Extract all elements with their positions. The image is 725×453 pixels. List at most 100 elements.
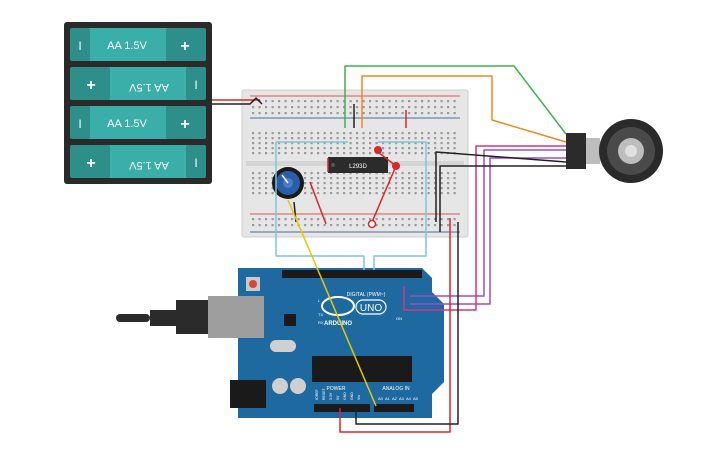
breadboard-hole: [395, 137, 398, 140]
dc-motor[interactable]: [566, 119, 663, 183]
breadboard-hole: [427, 100, 430, 103]
battery-cell: I AA 1.5V +: [70, 28, 206, 61]
breadboard-hole: [317, 137, 320, 140]
breadboard-hole: [310, 112, 313, 115]
breadboard-hole: [297, 218, 300, 221]
breadboard-hole: [453, 112, 456, 115]
breadboard-hole: [297, 147, 300, 150]
wire-red[interactable]: [309, 181, 327, 225]
wires: [212, 65, 567, 433]
battery-label: AA 1.5V: [128, 81, 168, 93]
breadboard-hole: [310, 142, 313, 145]
wire-orange[interactable]: [361, 75, 567, 143]
breadboard-hole: [310, 218, 313, 221]
wire-cyan[interactable]: [275, 141, 365, 270]
breadboard-hole: [356, 187, 359, 190]
breadboard-hole: [375, 112, 378, 115]
breadboard-hole: [362, 182, 365, 185]
wire-black[interactable]: [439, 165, 566, 232]
breadboard-hole: [336, 106, 339, 109]
wire-magenta[interactable]: [403, 145, 566, 311]
breadboard-hole: [323, 100, 326, 103]
breadboard-hole: [323, 187, 326, 190]
on-label: ON: [396, 316, 402, 321]
breadboard-hole: [421, 106, 424, 109]
breadboard-hole: [421, 132, 424, 135]
breadboard-hole: [408, 192, 411, 195]
breadboard-hole: [388, 142, 391, 145]
breadboard-hole: [258, 112, 261, 115]
breadboard-hole: [349, 192, 352, 195]
breadboard-hole: [440, 147, 443, 150]
breadboard-hole: [440, 137, 443, 140]
breadboard-hole: [362, 112, 365, 115]
breadboard-hole: [388, 137, 391, 140]
breadboard-hole: [434, 142, 437, 145]
breadboard-hole: [323, 182, 326, 185]
battery-pack[interactable]: I AA 1.5V + + AA 1.5V I I AA 1.5V + +: [64, 22, 212, 184]
power-jack[interactable]: [230, 380, 266, 408]
breadboard-hole: [336, 132, 339, 135]
wire-black[interactable]: [435, 151, 567, 222]
breadboard-hole: [421, 172, 424, 175]
breadboard-hole: [317, 100, 320, 103]
breadboard-hole: [252, 137, 255, 140]
breadboard-hole: [401, 192, 404, 195]
breadboard-hole: [421, 137, 424, 140]
breadboard-hole: [349, 177, 352, 180]
breadboard-hole: [401, 100, 404, 103]
breadboard-hole: [382, 224, 385, 227]
wire-black[interactable]: [355, 222, 459, 425]
battery-label: AA 1.5V: [128, 159, 168, 171]
breadboard-hole: [291, 152, 294, 155]
breadboard-hole: [421, 187, 424, 190]
breadboard-hole: [414, 192, 417, 195]
wire-yellow[interactable]: [287, 199, 377, 407]
motor-driver-chip[interactable]: L293D: [328, 157, 388, 173]
breadboard-hole: [362, 224, 365, 227]
breadboard-hole: [414, 172, 417, 175]
arduino-model-text: UNO: [360, 303, 382, 314]
breadboard-hole: [343, 137, 346, 140]
breadboard-hole: [356, 218, 359, 221]
breadboard-hole: [427, 106, 430, 109]
breadboard-hole: [284, 142, 287, 145]
arduino-logo-text: ARDUINO: [324, 321, 352, 327]
usb-port[interactable]: [116, 296, 264, 338]
arduino-uno[interactable]: ARDUINO UNO DIGITAL (PWM~) POWER ANALOG …: [116, 268, 444, 418]
breadboard-hole: [414, 147, 417, 150]
wire-black[interactable]: [212, 97, 263, 105]
battery-label: AA 1.5V: [107, 118, 147, 130]
breadboard-hole: [258, 137, 261, 140]
breadboard-hole: [440, 100, 443, 103]
wire-green[interactable]: [344, 65, 567, 135]
breadboard-hole: [252, 152, 255, 155]
breadboard-hole: [362, 142, 365, 145]
breadboard-hole: [252, 132, 255, 135]
breadboard-hole: [336, 192, 339, 195]
breadboard-hole: [453, 224, 456, 227]
potentiometer[interactable]: [272, 167, 304, 199]
breadboard-hole: [317, 218, 320, 221]
wire-purple[interactable]: [410, 149, 566, 297]
breadboard-hole: [304, 142, 307, 145]
breadboard-hole: [356, 137, 359, 140]
breadboard-hole: [440, 177, 443, 180]
breadboard-hole: [401, 112, 404, 115]
breadboard-hole: [284, 132, 287, 135]
breadboard-hole: [317, 106, 320, 109]
breadboard-hole: [408, 187, 411, 190]
breadboard-hole: [369, 106, 372, 109]
breadboard-hole: [356, 112, 359, 115]
breadboard-hole: [356, 100, 359, 103]
breadboard-hole: [453, 172, 456, 175]
breadboard-hole: [382, 137, 385, 140]
wire-red[interactable]: [339, 218, 451, 433]
breadboard-hole: [395, 152, 398, 155]
breadboard-hole: [252, 187, 255, 190]
wire-cyan[interactable]: [373, 141, 427, 270]
breadboard-hole: [453, 106, 456, 109]
plus-sign: +: [180, 116, 189, 133]
breadboard-hole: [434, 132, 437, 135]
